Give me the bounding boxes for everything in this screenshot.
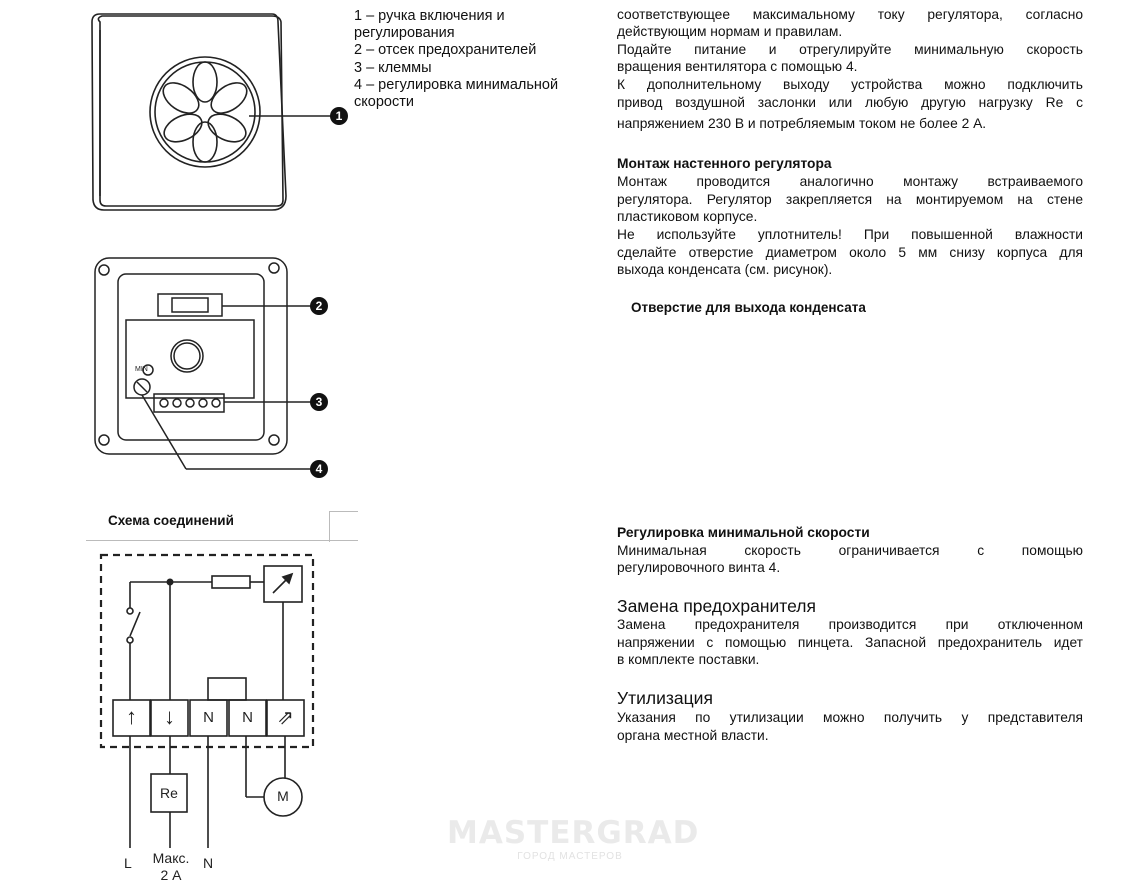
p1-line-5: привод воздушной заслонки или любую друг… (617, 95, 1083, 110)
label-n: N (203, 855, 214, 871)
title-separator (86, 540, 358, 541)
terminal-n-2: N (242, 709, 253, 726)
callout-2: 2 (310, 297, 328, 315)
legend-item-1: 1 – ручка включения и (354, 8, 505, 24)
title-box-line (329, 511, 358, 542)
cut-top-line: соответствующее максимальному току регул… (617, 7, 1083, 22)
min-speed-line-1: Минимальная скорость ограничивается с по… (617, 543, 1083, 558)
wall-mount-line-2: регулятора. Регулятор закрепляется на мо… (617, 192, 1083, 207)
label-l: L (124, 855, 132, 871)
wall-mount-line-4: Не используйте уплотнитель! При повышенн… (617, 227, 1083, 242)
p1-line-2: Подайте питание и отрегулируйте минималь… (617, 42, 1083, 57)
p1-line-6: напряжением 230 В и потребляемым током н… (617, 116, 987, 131)
label-max: Макс. (152, 850, 190, 866)
legend-item-4: 4 – регулировка минимальной (354, 77, 559, 93)
wiring-title: Схема соединений (108, 513, 234, 528)
disposal-heading: Утилизация (617, 688, 713, 708)
p1-line-4: К дополнительному выходу устройства можн… (617, 77, 1083, 92)
regulator-front-figure (91, 13, 332, 211)
fuse-line-1: Замена предохранителя производится при о… (617, 617, 1083, 632)
legend-item-4-cont: скорости (354, 94, 414, 110)
terminal-l-up: ↑ (126, 704, 137, 729)
fuse-line-3: в комплекте поставки. (617, 652, 760, 667)
wall-mount-line-1: Монтаж проводится аналогично монтажу вст… (617, 174, 1083, 189)
min-speed-heading: Регулировка минимальной скорости (617, 525, 870, 540)
fuse-line-2: напряжении с помощью пинцета. Запасной п… (617, 635, 1083, 650)
load-re-label: Re (160, 785, 178, 801)
wall-mount-line-5: сделайте отверстие диаметром около 5 мм … (617, 245, 1083, 260)
watermark-subtitle: ГОРОД МАСТЕРОВ (517, 851, 623, 862)
watermark-logo: MASTERGRAD (447, 815, 700, 851)
fuse-heading: Замена предохранителя (617, 596, 816, 616)
wall-mount-line-3: пластиковом корпусе. (617, 209, 758, 224)
condensate-label: Отверстие для выхода конденсата (631, 300, 866, 315)
wall-mount-line-6: выхода конденсата (см. рисунок). (617, 262, 833, 277)
callout-4: 4 (310, 460, 328, 478)
terminal-n-1: N (203, 709, 214, 726)
callout-1: 1 (330, 107, 348, 125)
wall-mount-heading: Монтаж настенного регулятора (617, 156, 832, 171)
legend-item-3: 3 – клеммы (354, 60, 432, 76)
label-max-current: 2 А (160, 867, 182, 883)
p1-line-3: вращения вентилятора с помощью 4. (617, 59, 858, 74)
min-label: MIN (135, 366, 148, 373)
wiring-diagram (99, 553, 315, 848)
callout-3: 3 (310, 393, 328, 411)
motor-label: M (277, 788, 289, 804)
disposal-line-2: органа местной власти. (617, 728, 769, 743)
terminal-motor-out: ⇗ (277, 707, 294, 729)
legend-item-1-cont: регулирования (354, 25, 455, 41)
regulator-open-figure: MIN (94, 257, 312, 470)
disposal-line-1: Указания по утилизации можно получить у … (617, 710, 1083, 725)
p1-line-1: действующим нормам и правилам. (617, 24, 843, 39)
min-speed-line-2: регулировочного винта 4. (617, 560, 781, 575)
terminal-l-down: ↓ (164, 704, 175, 729)
legend-item-2: 2 – отсек предохранителей (354, 42, 537, 58)
